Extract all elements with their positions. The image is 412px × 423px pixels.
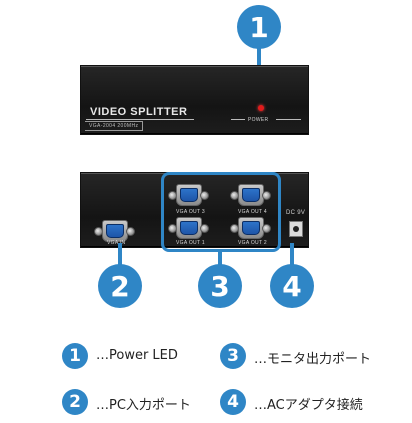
power-led (258, 105, 264, 111)
front-panel: VIDEO SPLITTER VGA-2004 200MHz POWER (80, 65, 309, 135)
legend-badge-1: 1 (62, 343, 88, 369)
dc-jack (289, 221, 303, 237)
callout-4-leader (290, 243, 294, 265)
legend-text-2: …PC入力ポート (96, 398, 191, 413)
callout-3-leader (218, 249, 222, 265)
legend-text-3: …モニタ出力ポート (254, 352, 372, 367)
dc-label: DC 9V (286, 210, 306, 216)
legend-badge-3: 3 (220, 343, 246, 369)
vga-out-1-label: VGA OUT 1 (176, 240, 206, 246)
callout-3-badge: 3 (198, 264, 242, 308)
vga-out-4-label: VGA OUT 4 (238, 209, 268, 215)
vga-in-port (94, 218, 135, 244)
title-underline (86, 119, 194, 120)
vga-out-2-label: VGA OUT 2 (238, 240, 268, 246)
power-line-right (276, 119, 301, 120)
callout-4-badge: 4 (270, 264, 314, 308)
power-line-left (231, 119, 245, 120)
callout-2-badge: 2 (98, 264, 142, 308)
vga-in-label: VGA IN (107, 240, 126, 246)
legend-badge-2: 2 (62, 389, 88, 415)
vga-out-3-port (168, 182, 209, 208)
callout-1-badge: 1 (237, 5, 281, 49)
outputs-highlight (161, 172, 281, 252)
device-title: VIDEO SPLITTER (90, 106, 188, 118)
power-label: POWER (248, 117, 269, 123)
legend-text-1: …Power LED (96, 348, 178, 363)
callout-2-leader (118, 243, 122, 265)
legend-badge-4: 4 (220, 389, 246, 415)
model-label: VGA-2004 200MHz (85, 121, 144, 131)
rear-panel: VGA IN VGA OUT 3 VGA OUT 4 VGA OUT 1 VGA… (80, 172, 309, 248)
vga-out-4-port (230, 182, 271, 208)
vga-out-1-port (168, 215, 209, 241)
vga-out-2-port (230, 215, 271, 241)
vga-out-3-label: VGA OUT 3 (176, 209, 206, 215)
legend-text-4: …ACアダプタ接続 (254, 398, 363, 413)
